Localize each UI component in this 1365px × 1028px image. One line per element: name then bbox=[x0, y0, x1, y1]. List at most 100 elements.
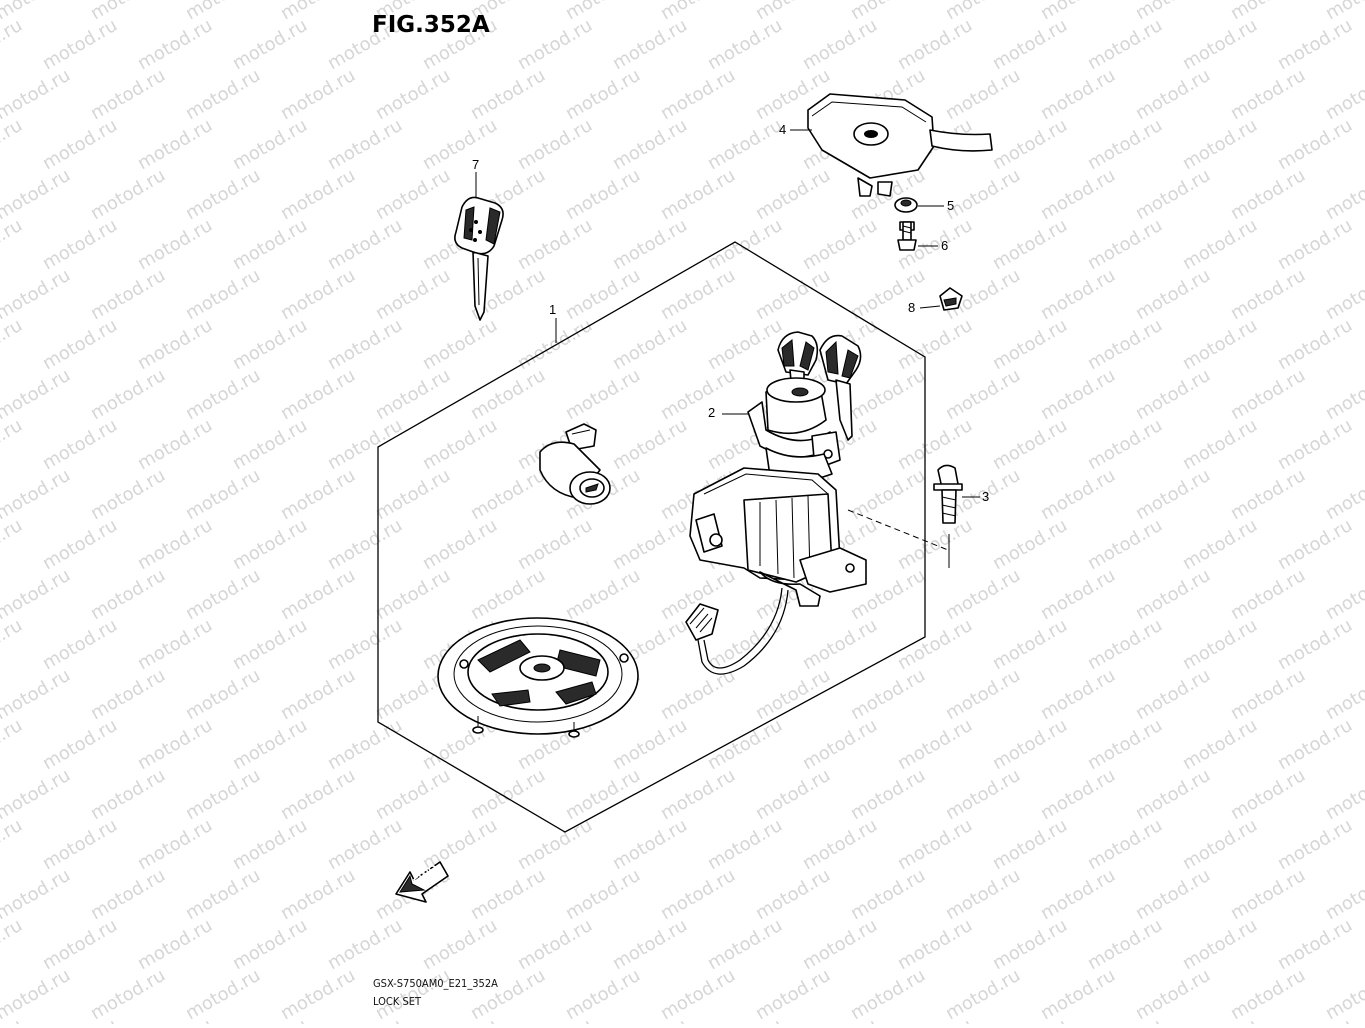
watermark-text: motod.ru bbox=[0, 615, 26, 674]
watermark-text: motod.ru bbox=[324, 1015, 406, 1024]
callout-3: 3 bbox=[982, 489, 990, 504]
watermark-text: motod.ru bbox=[799, 615, 881, 674]
watermark-text: motod.ru bbox=[39, 15, 121, 74]
watermark-text: motod.ru bbox=[1037, 365, 1119, 424]
watermark-text: motod.ru bbox=[419, 315, 501, 374]
watermark-text: motod.ru bbox=[799, 215, 881, 274]
watermark-text: motod.ru bbox=[799, 1015, 881, 1024]
watermark-text: motod.ru bbox=[894, 715, 976, 774]
watermark-text: motod.ru bbox=[704, 1015, 786, 1024]
watermark-text: motod.ru bbox=[372, 165, 454, 224]
watermark-text: motod.ru bbox=[514, 315, 596, 374]
watermark-text: motod.ru bbox=[562, 765, 644, 824]
watermark-text: motod.ru bbox=[1274, 315, 1356, 374]
watermark-text: motod.ru bbox=[324, 615, 406, 674]
cover-part-4 bbox=[790, 93, 993, 197]
watermark-text: motod.ru bbox=[0, 215, 26, 274]
watermark-text: motod.ru bbox=[562, 965, 644, 1024]
watermark-text: motod.ru bbox=[134, 1015, 216, 1024]
watermark-text: motod.ru bbox=[229, 515, 311, 574]
watermark-text: motod.ru bbox=[1084, 515, 1166, 574]
watermark-text: motod.ru bbox=[229, 715, 311, 774]
watermark-text: motod.ru bbox=[657, 165, 739, 224]
watermark-text: motod.ru bbox=[562, 265, 644, 324]
watermark-text: motod.ru bbox=[229, 215, 311, 274]
watermark-text: motod.ru bbox=[609, 415, 691, 474]
watermark-text: motod.ru bbox=[1227, 765, 1309, 824]
watermark-text: motod.ru bbox=[562, 65, 644, 124]
watermark-text: motod.ru bbox=[1227, 465, 1309, 524]
callout-1: 1 bbox=[549, 302, 557, 317]
watermark-text: motod.ru bbox=[134, 415, 216, 474]
watermark-text: motod.ru bbox=[704, 715, 786, 774]
watermark-text: motod.ru bbox=[847, 265, 929, 324]
watermark-text: motod.ru bbox=[277, 565, 359, 624]
watermark-text: motod.ru bbox=[847, 665, 929, 724]
watermark-text: motod.ru bbox=[1227, 665, 1309, 724]
watermark-text: motod.ru bbox=[39, 115, 121, 174]
watermark-text: motod.ru bbox=[87, 565, 169, 624]
watermark-text: motod.ru bbox=[277, 65, 359, 124]
watermark-text: motod.ru bbox=[372, 265, 454, 324]
watermark-text: motod.ru bbox=[562, 165, 644, 224]
watermark-text: motod.ru bbox=[752, 865, 834, 924]
ignition-switch-part-2 bbox=[685, 331, 867, 675]
watermark-text: motod.ru bbox=[134, 815, 216, 874]
watermark-text: motod.ru bbox=[182, 765, 264, 824]
watermark-text: motod.ru bbox=[562, 565, 644, 624]
watermark-text: motod.ru bbox=[1179, 615, 1261, 674]
watermark-text: motod.ru bbox=[39, 815, 121, 874]
watermark-text: motod.ru bbox=[324, 515, 406, 574]
watermark-text: motod.ru bbox=[0, 365, 74, 424]
watermark-text: motod.ru bbox=[942, 665, 1024, 724]
watermark-text: motod.ru bbox=[87, 765, 169, 824]
watermark-text: motod.ru bbox=[1132, 65, 1214, 124]
bolt-part-3 bbox=[847, 464, 980, 568]
watermark-text: motod.ru bbox=[419, 115, 501, 174]
clip-part-8 bbox=[919, 287, 963, 311]
watermark-text: motod.ru bbox=[657, 65, 739, 124]
watermark-text: motod.ru bbox=[609, 115, 691, 174]
watermark-text: motod.ru bbox=[87, 365, 169, 424]
watermark-text: motod.ru bbox=[1227, 965, 1309, 1024]
watermark-text: motod.ru bbox=[1227, 865, 1309, 924]
watermark-text: motod.ru bbox=[1084, 915, 1166, 974]
watermark-text: motod.ru bbox=[1179, 715, 1261, 774]
watermark-text: motod.ru bbox=[87, 165, 169, 224]
watermark-text: motod.ru bbox=[609, 915, 691, 974]
watermark-text: motod.ru bbox=[942, 765, 1024, 824]
watermark-text: motod.ru bbox=[1179, 415, 1261, 474]
callout-4: 4 bbox=[779, 122, 787, 137]
callout-6: 6 bbox=[941, 238, 949, 253]
watermark-text: motod.ru bbox=[989, 115, 1071, 174]
watermark-text: motod.ru bbox=[87, 465, 169, 524]
watermark-text: motod.ru bbox=[1179, 1015, 1261, 1024]
watermark-text: motod.ru bbox=[894, 315, 976, 374]
watermark-text: motod.ru bbox=[942, 65, 1024, 124]
watermark-text: motod.ru bbox=[989, 715, 1071, 774]
watermark-text: motod.ru bbox=[799, 915, 881, 974]
watermark-text: motod.ru bbox=[134, 315, 216, 374]
watermark-text: motod.ru bbox=[229, 15, 311, 74]
watermark-text: motod.ru bbox=[752, 765, 834, 824]
watermark-text: motod.ru bbox=[657, 265, 739, 324]
watermark-text: motod.ru bbox=[1274, 615, 1356, 674]
watermark-text: motod.ru bbox=[942, 865, 1024, 924]
watermark-text: motod.ru bbox=[1037, 565, 1119, 624]
watermark-text: motod.ru bbox=[1084, 115, 1166, 174]
callout-5: 5 bbox=[947, 198, 955, 213]
watermark-text: motod.ru bbox=[1084, 815, 1166, 874]
watermark-text: motod.ru bbox=[989, 815, 1071, 874]
watermark-text: motod.ru bbox=[894, 615, 976, 674]
watermark-text: motod.ru bbox=[1274, 815, 1356, 874]
watermark-text: motod.ru bbox=[0, 265, 74, 324]
watermark-text: motod.ru bbox=[1084, 15, 1166, 74]
watermark-text: motod.ru bbox=[1227, 365, 1309, 424]
fuel-cap bbox=[437, 617, 639, 738]
watermark-text: motod.ru bbox=[609, 515, 691, 574]
watermark-text: motod.ru bbox=[1037, 965, 1119, 1024]
watermark-text: motod.ru bbox=[609, 315, 691, 374]
watermark-text: motod.ru bbox=[134, 515, 216, 574]
figure-title: FIG.352A bbox=[372, 12, 490, 38]
